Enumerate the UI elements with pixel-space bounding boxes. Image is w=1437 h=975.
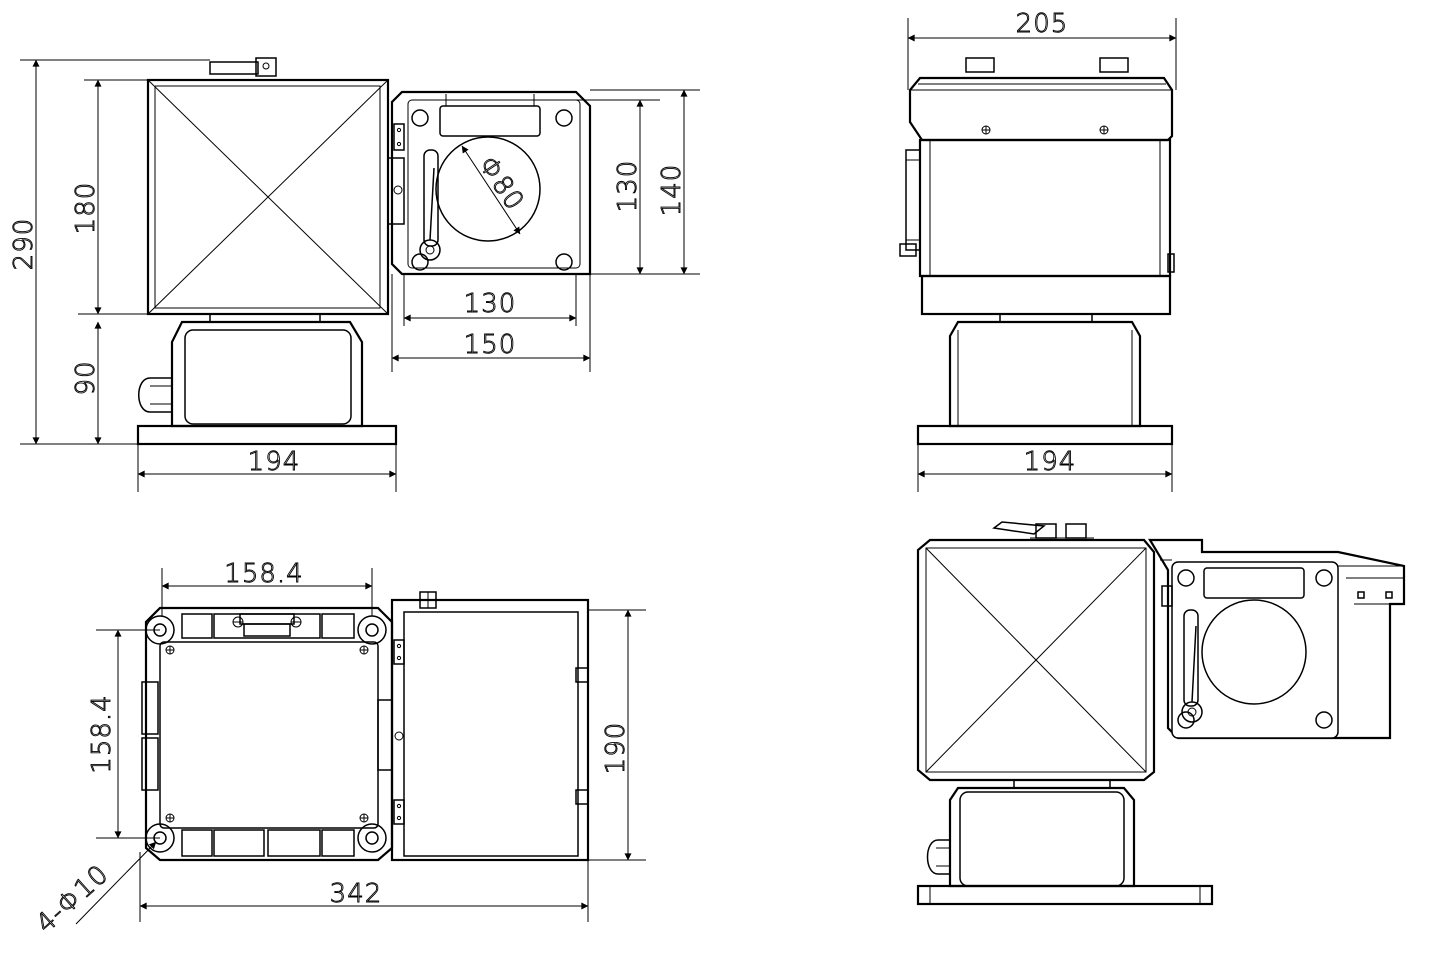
dim-205: 205 <box>1016 9 1069 39</box>
dim-140-vertical: 140 <box>657 164 687 217</box>
dim-342: 342 <box>330 879 383 909</box>
top-view-dimensions <box>75 568 646 925</box>
side-view <box>899 57 1175 446</box>
dim-190: 190 <box>601 722 631 775</box>
dim-130-vertical: 130 <box>613 160 643 213</box>
dim-180: 180 <box>71 182 101 235</box>
isometric-view <box>916 521 1406 906</box>
front-view-dimensions <box>20 59 700 492</box>
top-view <box>141 606 394 862</box>
dim-158-4-top: 158.4 <box>224 559 303 589</box>
top-side-view <box>390 591 590 862</box>
dim-130-horizontal: 130 <box>464 289 517 319</box>
dim-diameter-80: Φ80 <box>472 151 530 216</box>
dim-4-holes-dia-10: 4-Φ10 <box>31 859 115 939</box>
front-view <box>136 57 405 446</box>
side-view-dimensions <box>907 18 1177 492</box>
dim-290: 290 <box>9 218 39 271</box>
dim-150-horizontal: 150 <box>464 330 517 360</box>
lens-side-view <box>390 90 592 276</box>
dim-90: 90 <box>71 360 101 395</box>
dim-194-side: 194 <box>1024 447 1077 477</box>
dim-158-4-left: 158.4 <box>87 694 117 773</box>
dim-194-front: 194 <box>248 447 301 477</box>
